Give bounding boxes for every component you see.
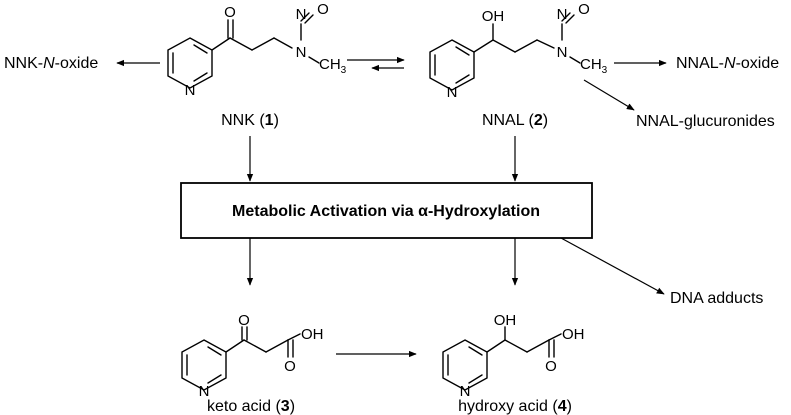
nnk-nitroso-n: N xyxy=(296,6,307,23)
keto-acid-hydroxyl: OH xyxy=(301,326,324,343)
nnk-amine-n: N xyxy=(296,44,307,61)
keto-acid-keto-o: O xyxy=(238,312,250,329)
nnal-n-oxide-label: NNAL-N-oxide xyxy=(676,55,779,72)
nnal-hydroxyl: OH xyxy=(482,8,505,25)
arrow-nnal-to-glucuronides xyxy=(583,79,635,111)
hydroxy-acid-structure: N OH OH O xyxy=(442,312,585,400)
arrow-activation-to-dna-adducts xyxy=(560,237,665,295)
nnal-nitroso-n: N xyxy=(557,6,568,23)
hydroxy-acid-side-hydroxyl: OH xyxy=(494,312,517,329)
nnk-methyl: CH3 xyxy=(319,56,347,76)
nnal-methyl: CH3 xyxy=(580,56,608,76)
hydroxy-acid-hydroxyl: OH xyxy=(562,326,585,343)
nnk-keto-o: O xyxy=(224,4,236,21)
nnal-ring-n: N xyxy=(447,84,458,101)
nnal-glucuronides-label: NNAL-glucuronides xyxy=(636,113,775,130)
hydroxy-acid-label: hydroxy acid (4) xyxy=(458,398,572,415)
nnk-label: NNK (1) xyxy=(221,112,279,129)
nnal-structure: N OH N N O CH3 xyxy=(429,1,608,101)
keto-acid-carbonyl-o: O xyxy=(284,358,296,375)
metabolic-activation-label: Metabolic Activation via α-Hydroxylation xyxy=(232,203,540,220)
nnal-nitroso-o: O xyxy=(578,1,590,18)
hydroxy-acid-ring-n: N xyxy=(460,383,471,400)
nnk-n-oxide-label: NNK-N-oxide xyxy=(4,55,98,72)
hydroxy-acid-carbonyl-o: O xyxy=(545,358,557,375)
nnal-label: NNAL (2) xyxy=(482,112,548,129)
nnk-ring-n: N xyxy=(185,82,196,99)
metabolic-activation-box xyxy=(180,182,593,239)
nnk-structure: N O N N O CH3 xyxy=(167,1,347,99)
keto-acid-label: keto acid (3) xyxy=(207,398,295,415)
nnk-nitroso-o: O xyxy=(317,1,329,18)
dna-adducts-label: DNA adducts xyxy=(670,290,763,307)
keto-acid-ring-n: N xyxy=(199,383,210,400)
keto-acid-structure: N O OH O xyxy=(181,312,324,400)
nnal-amine-n: N xyxy=(557,44,568,61)
